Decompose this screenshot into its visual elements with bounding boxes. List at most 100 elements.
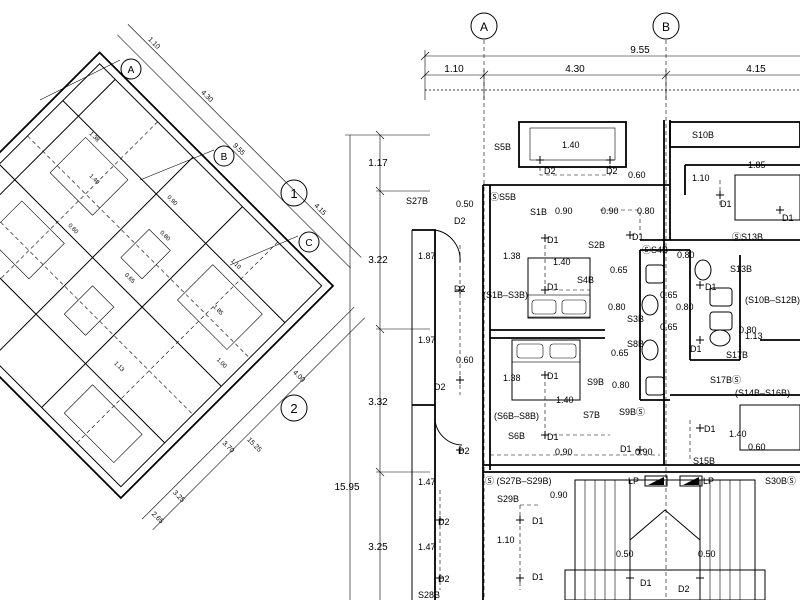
light-fixture-marker	[456, 376, 464, 384]
rotated-grid-bubbles: A B C	[39, 58, 320, 266]
panel-lp	[644, 475, 668, 487]
label: 1.85	[748, 160, 766, 170]
dimension-tick	[420, 51, 430, 61]
label: D2	[678, 584, 690, 594]
bed	[734, 174, 800, 221]
rotated-dim: 1.00	[215, 357, 228, 370]
bed	[739, 404, 800, 451]
rotated-dim: 1.13	[112, 361, 125, 374]
label: S15B	[693, 456, 715, 466]
light-fixture-marker	[541, 286, 549, 294]
label: 1.40	[553, 257, 571, 267]
label: D1	[704, 424, 716, 434]
pillow	[531, 299, 557, 315]
dimension: 1.17	[368, 158, 388, 169]
panel-lp	[679, 475, 703, 487]
label: 0.90	[635, 447, 653, 457]
rotated-partition	[0, 163, 222, 387]
row-grid-bubbles: 1 2	[280, 179, 308, 422]
rotated-wiring	[27, 135, 250, 359]
dimension: 3.22	[368, 255, 388, 266]
panel-lp-fill	[683, 477, 699, 485]
label: 1.40	[556, 395, 574, 405]
light-fixture-marker	[436, 574, 444, 582]
label: D1	[547, 432, 559, 442]
label: (S6B–S8B)	[494, 411, 539, 421]
rotated-outer-wall	[0, 51, 335, 500]
stair-arrow	[629, 509, 701, 541]
grid-bubble	[298, 231, 320, 253]
light-fixture-marker	[516, 516, 524, 524]
label: 0.50	[698, 549, 716, 559]
label: D1	[705, 282, 717, 292]
rotated-dim: 3.25	[171, 490, 186, 505]
rotated-partition	[0, 156, 194, 359]
dimension-tick	[420, 70, 430, 80]
label: 0.60	[628, 170, 646, 180]
panel-lp-fill	[648, 477, 664, 485]
staircase	[564, 479, 766, 600]
dimension-tick	[661, 70, 671, 80]
label: D1	[690, 344, 702, 354]
label: D1	[547, 282, 559, 292]
rotated-dim: 1.40	[88, 173, 101, 186]
light-fixture-marker	[626, 574, 634, 582]
light-fixture-marker	[696, 424, 704, 432]
dimension: 3.25	[368, 542, 388, 553]
label: D2	[434, 382, 446, 392]
label: S30BⓈ	[765, 476, 796, 486]
rotated-dim: 0.80	[158, 230, 171, 243]
toilet	[641, 294, 659, 316]
light-fixture-marker	[776, 206, 784, 214]
label: D1	[547, 235, 559, 245]
label: S10B	[692, 130, 714, 140]
rotated-dim: 0.65	[123, 272, 136, 285]
light-fixtures	[436, 156, 784, 582]
label: S13B	[730, 264, 752, 274]
rotated-partition	[0, 220, 166, 444]
label: 0.90	[555, 206, 573, 216]
label: D1	[532, 516, 544, 526]
label: S4B	[577, 275, 594, 285]
grid-bubble	[280, 179, 308, 207]
stair-treads	[584, 480, 741, 600]
wiring	[539, 160, 611, 176]
rotated-dim: 4.30	[199, 89, 214, 104]
grid-bubble-b	[652, 12, 680, 40]
rotated-bed	[0, 200, 65, 280]
light-fixture-marker	[541, 431, 549, 439]
label: D1	[782, 213, 794, 223]
label: 0.80	[612, 380, 630, 390]
rotated-dim: 4.00	[291, 369, 306, 384]
label: (S14B–S16B)	[735, 388, 790, 398]
grid-bubble-label: 1	[290, 186, 297, 201]
label: S1B	[530, 207, 547, 217]
dimension-tick	[375, 130, 385, 140]
grid-line	[39, 59, 121, 101]
dimension-total-width: 9.55	[630, 45, 650, 56]
rotated-dimension-line	[152, 317, 366, 531]
light-fixture-marker	[516, 574, 524, 582]
label: (S1B–S3B)	[483, 290, 528, 300]
rotated-dim: 9.55	[231, 142, 246, 157]
label: D2	[454, 284, 466, 294]
label: 0.65	[610, 265, 628, 275]
label: S7B	[583, 410, 600, 420]
label: D1	[720, 199, 732, 209]
label: D2	[458, 446, 470, 456]
label: S17BⓈ	[710, 375, 741, 385]
pillow	[516, 343, 544, 359]
bed-blanket	[527, 294, 591, 318]
rotated-dim: 1.38	[88, 131, 101, 144]
light-fixture-marker	[541, 234, 549, 242]
label: S2B	[588, 240, 605, 250]
rotated-dim: 15.25	[245, 436, 262, 453]
label: S6B	[508, 431, 525, 441]
light-fixture-marker	[696, 336, 704, 344]
light-fixture-marker	[636, 446, 644, 454]
rotated-stair	[63, 384, 143, 464]
grid-line	[139, 149, 215, 181]
label: D2	[454, 216, 466, 226]
light-fixture-marker	[436, 516, 444, 524]
